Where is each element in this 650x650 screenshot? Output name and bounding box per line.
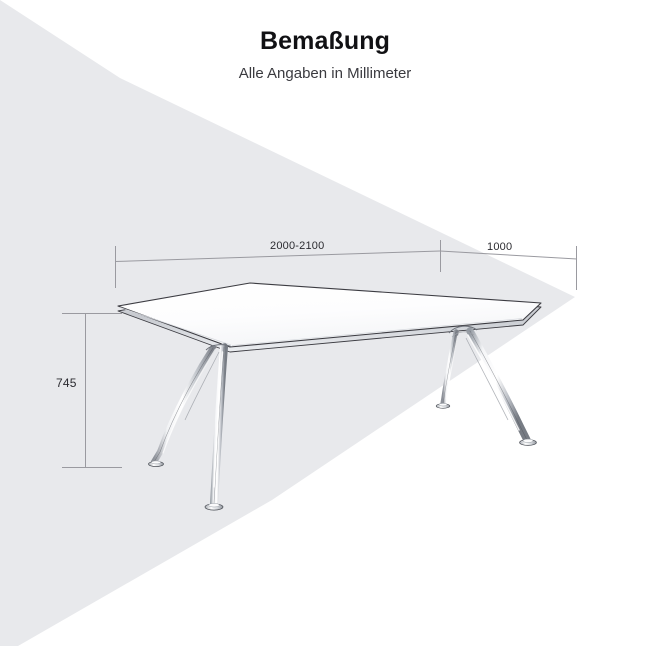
page-title: Bemaßung — [260, 27, 390, 55]
foot-glide-left-rear — [148, 460, 164, 467]
heading-block: Bemaßung Alle Angaben in Millimeter — [0, 26, 650, 83]
leg-frame-left — [148, 343, 233, 511]
dimension-label-depth: 1000 — [487, 241, 513, 253]
foot-glide-left-front — [204, 503, 224, 511]
foot-glide-right-rear — [435, 403, 451, 409]
leg-frame-right — [435, 325, 537, 446]
dimension-label-height: 745 — [56, 376, 77, 390]
table-object — [117, 282, 542, 511]
page-subtitle: Alle Angaben in Millimeter — [238, 65, 412, 82]
dimension-line-width — [114, 246, 441, 288]
dimension-label-width: 2000-2100 — [270, 240, 325, 252]
dimension-line-height — [62, 313, 122, 468]
foot-glide-right-front — [519, 438, 537, 446]
